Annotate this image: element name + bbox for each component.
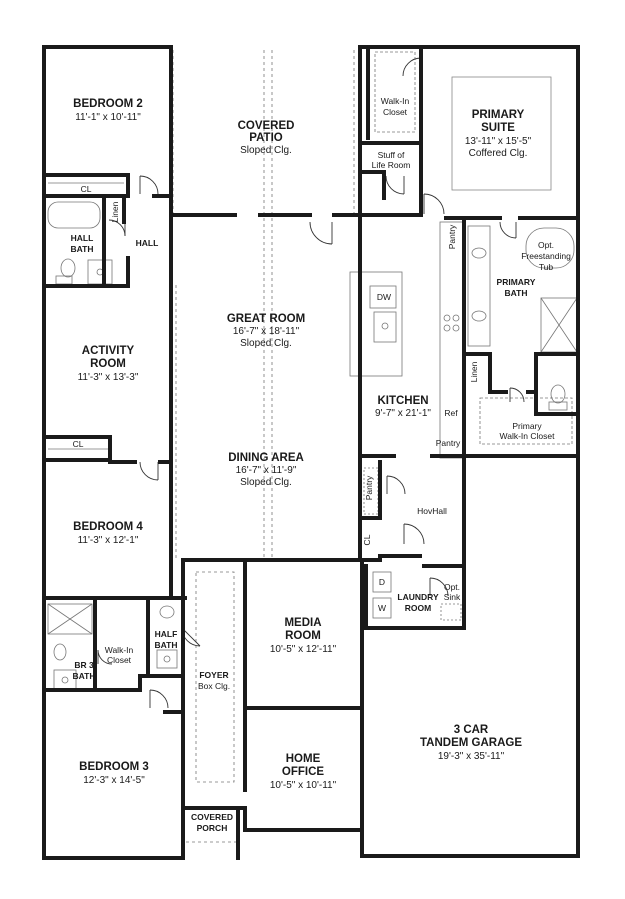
kitchen-size: 9'-7" x 21'-1" (375, 408, 431, 419)
tub-3: Tub (539, 262, 554, 272)
great-room-size: 16'-7" x 18'-11" (233, 326, 300, 337)
opt-sink-2: Sink (444, 592, 461, 602)
primary-bath-2: BATH (505, 288, 528, 298)
dining-area-size: 16'-7" x 11'-9" (236, 465, 297, 476)
pantry-top: Pantry (447, 224, 457, 249)
cl-bedroom2: CL (81, 184, 92, 194)
hall-bath-2: BATH (71, 244, 94, 254)
walkin-br3-1: Walk-In (105, 645, 134, 655)
bedroom2-name: BEDROOM 2 (73, 98, 143, 110)
walkin-closet-top-1: Walk-In (381, 96, 410, 106)
patio-name-1: COVERED (238, 120, 295, 132)
foyer-note: Box Clg. (198, 681, 230, 691)
kitchen-name: KITCHEN (377, 395, 428, 407)
activity-room-2: ROOM (90, 358, 126, 370)
foyer-name: FOYER (199, 670, 228, 680)
activity-room-1: ACTIVITY (82, 345, 135, 357)
laundry-dryer: D (379, 577, 385, 587)
dining-area-name: DINING AREA (228, 452, 304, 464)
walkin-br3-2: Closet (107, 655, 132, 665)
primary-suite-name-2: SUITE (481, 122, 515, 134)
laundry-2: ROOM (405, 603, 431, 613)
patio-name-2: PATIO (249, 132, 282, 144)
refrigerator: Ref (444, 408, 458, 418)
half-bath-1: HALF (155, 629, 178, 639)
primary-bath-1: PRIMARY (497, 277, 536, 287)
activity-room-size: 11'-3" x 13'-3" (78, 372, 139, 383)
hovhall: HovHall (417, 506, 447, 516)
tub-1: Opt. (538, 240, 554, 250)
bedroom4-size: 11'-3" x 12'-1" (78, 535, 139, 546)
covered-porch-1: COVERED (191, 812, 233, 822)
half-bath-2: BATH (155, 640, 178, 650)
linen-hall: Linen (110, 201, 120, 222)
bedroom3-name: BEDROOM 3 (79, 761, 149, 773)
stuff-of-life-2: Life Room (372, 160, 411, 170)
cl-side: CL (362, 534, 372, 545)
bedroom4-name: BEDROOM 4 (73, 521, 143, 533)
hall-label: HALL (136, 238, 159, 248)
media-room-2: ROOM (285, 630, 321, 642)
primary-walkin-2: Walk-In Closet (500, 431, 556, 441)
primary-suite-size: 13'-11" x 15'-5" (465, 136, 532, 147)
dishwasher: DW (377, 292, 391, 302)
garage-1: 3 CAR (454, 724, 489, 736)
primary-suite-name-1: PRIMARY (472, 109, 525, 121)
br3-bath-1: BR 3 (74, 660, 94, 670)
great-room-note: Sloped Clg. (240, 338, 292, 349)
bedroom2-size: 11'-1" x 10'-11" (75, 112, 141, 123)
room-labels: BEDROOM 2 11'-1" x 10'-11" COVERED PATIO… (71, 96, 572, 833)
linen-bath: Linen (469, 361, 479, 382)
patio-note: Sloped Clg. (240, 145, 292, 156)
primary-suite-note: Coffered Clg. (469, 148, 528, 159)
cl-activity: CL (73, 439, 84, 449)
dining-area-note: Sloped Clg. (240, 477, 292, 488)
pantry-side: Pantry (364, 475, 374, 500)
media-room-size: 10'-5" x 12'-11" (270, 644, 337, 655)
great-room-name: GREAT ROOM (227, 313, 305, 325)
home-office-1: HOME (286, 753, 321, 765)
laundry-1: LAUNDRY (397, 592, 439, 602)
home-office-2: OFFICE (282, 766, 324, 778)
laundry-washer: W (378, 603, 386, 613)
br3-bath-2: BATH (73, 671, 96, 681)
pantry-kitchen: Pantry (436, 438, 461, 448)
stuff-of-life-1: Stuff of (378, 150, 405, 160)
home-office-size: 10'-5" x 10'-11" (270, 780, 337, 791)
opt-sink-1: Opt. (444, 582, 460, 592)
garage-size: 19'-3" x 35'-11" (438, 751, 505, 762)
media-room-1: MEDIA (284, 617, 321, 629)
covered-porch-2: PORCH (197, 823, 228, 833)
tub-2: Freestanding (521, 251, 571, 261)
primary-walkin-1: Primary (512, 421, 542, 431)
hall-bath-1: HALL (71, 233, 94, 243)
bedroom3-size: 12'-3" x 14'-5" (83, 775, 145, 786)
walkin-closet-top-2: Closet (383, 107, 408, 117)
garage-2: TANDEM GARAGE (420, 737, 522, 749)
walls (42, 45, 580, 860)
